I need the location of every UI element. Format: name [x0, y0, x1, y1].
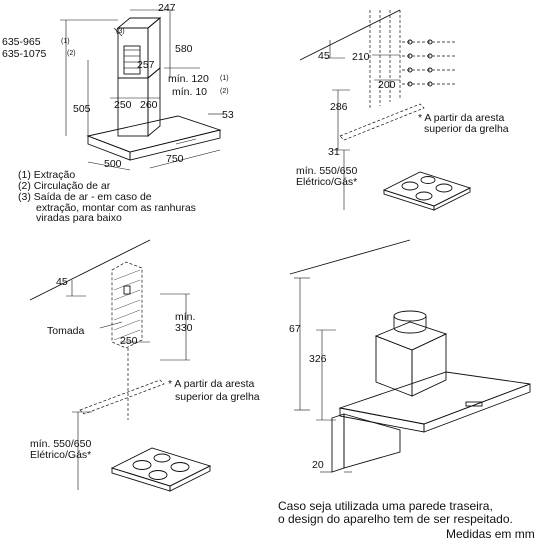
dim-duct-depth: 257: [137, 59, 155, 71]
dim-45: 45: [56, 276, 68, 288]
min-distance-type: Elétrico/Gás*: [30, 449, 91, 461]
dim-depth: 750: [166, 153, 184, 165]
hood-duct: [116, 17, 162, 137]
panel1-dimension-lines: [60, 9, 224, 171]
hood-chimney: [374, 321, 448, 397]
wall-screws: [402, 39, 455, 87]
legend-item: (1) Extração: [18, 169, 75, 181]
mounting-bracket: [332, 89, 425, 210]
panel-hood-3d: 67 326 20: [289, 239, 531, 473]
hood-canopy: [338, 371, 531, 433]
dim-top-width: 247: [158, 2, 176, 14]
dim-31: 31: [328, 146, 340, 158]
dim-height-extraction: 635-965: [2, 36, 41, 48]
panel-dimensions: 247 580 257 (3) 635-965 (1) 635-1075 (2)…: [2, 2, 234, 224]
legend-item: (2) Circulação de ar: [18, 180, 111, 192]
legend-item: viradas para baixo: [36, 212, 122, 224]
note-2: (2): [67, 50, 76, 57]
callout-3: (3): [116, 28, 125, 35]
note-grate-edge: * A partir da aresta: [168, 378, 255, 390]
dim-canopy-height: 505: [73, 103, 91, 115]
dim-min-extraction: mín. 120: [168, 73, 209, 85]
min-distance: mín. 550/650: [296, 165, 357, 177]
footer: Caso seja utilizada uma parede traseira,…: [278, 499, 535, 541]
dim-326: 326: [309, 353, 327, 365]
footer-line-1: Caso seja utilizada uma parede traseira,: [278, 499, 493, 513]
dim-min-label: mín.: [175, 311, 195, 323]
note-grate-edge-2: superior da grelha: [424, 123, 509, 135]
min-distance: mín. 550/650: [30, 438, 91, 450]
note-grate-edge-2: superior da grelha: [175, 391, 260, 403]
note-1: (1): [61, 38, 70, 45]
dim-duct-width-b: 260: [140, 99, 158, 111]
note-min-2: (2): [220, 88, 229, 95]
dim-45: 45: [318, 50, 330, 62]
cooktop: [382, 171, 472, 211]
dim-side: 53: [222, 109, 234, 121]
legend-item: (3) Saída de ar - em caso de: [18, 191, 152, 203]
units-note: Medidas em mm: [446, 527, 535, 541]
dim-20: 20: [312, 459, 324, 471]
legend: (1) Extração (2) Circulação de ar (3) Sa…: [18, 169, 196, 224]
hood-canopy: [86, 115, 222, 161]
note-grate-edge: * A partir da aresta: [418, 112, 505, 124]
cooktop: [110, 447, 212, 492]
dim-width: 500: [104, 158, 122, 170]
dim-duct-width: 250: [114, 99, 132, 111]
footer-line-2: o design do aparelho tem de ser respeita…: [278, 512, 513, 526]
socket-label: Tomada: [47, 325, 85, 337]
dim-height-recirculation: 635-1075: [2, 48, 47, 60]
panel-socket-position: 45 Tomada 250 mín. 330 * A partir da are…: [29, 239, 260, 492]
hood-duct-outlet: [393, 310, 427, 334]
dim-duct-height: 580: [175, 43, 193, 55]
dim-200: 200: [378, 79, 396, 91]
dim-250: 250: [120, 335, 138, 347]
legend-item: extração, montar com as ranhuras: [36, 202, 196, 214]
dim-min-recirculation: mín. 10: [172, 86, 207, 98]
duct-zone: [111, 261, 143, 349]
panel-wall-mounting: 45 210 200 286 31 * A partir da aresta s…: [296, 9, 509, 211]
dim-67: 67: [289, 323, 301, 335]
dim-210: 210: [352, 51, 370, 63]
note-min-1: (1): [220, 75, 229, 82]
dim-330: 330: [175, 322, 193, 334]
dim-286: 286: [330, 101, 348, 113]
min-distance-type: Elétrico/Gás*: [296, 176, 357, 188]
